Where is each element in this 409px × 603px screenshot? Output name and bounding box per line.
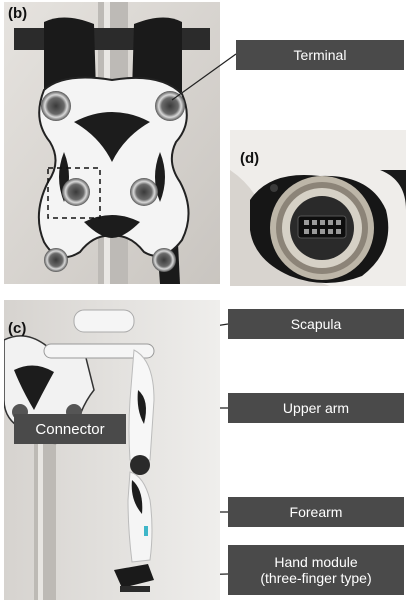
hand-module-line1: Hand module — [274, 553, 358, 570]
panel-d-label: (d) — [240, 150, 260, 167]
upper-arm-callout: Upper arm — [228, 393, 404, 423]
forearm-callout: Forearm — [228, 497, 404, 527]
hand-module-callout: Hand module (three-finger type) — [228, 545, 404, 595]
connector-callout: Connector — [14, 414, 126, 444]
panel-b-photo — [4, 2, 220, 284]
hand-module-line2: (three-finger type) — [260, 570, 372, 586]
panel-c-photo — [4, 300, 220, 600]
panel-d-illustration — [230, 130, 406, 286]
terminal-callout: Terminal — [236, 40, 404, 70]
scapula-callout: Scapula — [228, 309, 404, 339]
panel-b-illustration — [4, 2, 220, 284]
panel-c-label: (c) — [8, 320, 27, 337]
panel-d-photo — [230, 130, 406, 286]
panel-c-illustration — [4, 300, 220, 600]
panel-b-label: (b) — [8, 5, 28, 22]
